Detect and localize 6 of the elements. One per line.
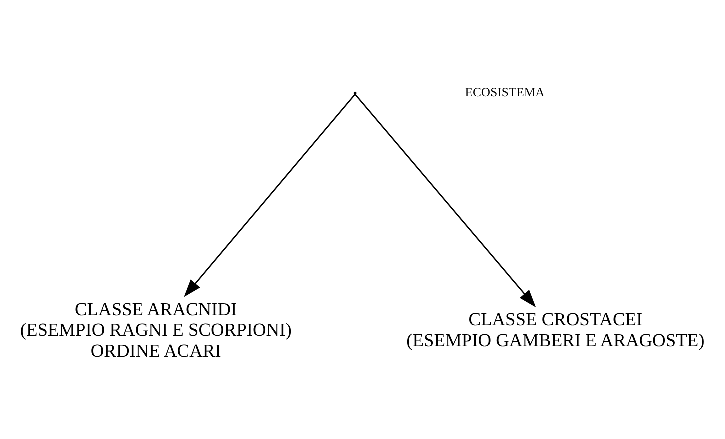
node-point [354, 91, 357, 94]
label: ECOSISTEMA [465, 85, 545, 100]
arrow [184, 94, 356, 297]
node-text: CLASSE ARACNIDI (ESEMPIO RAGNI E SCORPIONI) ORDINE ACARI [20, 298, 292, 360]
arrow [354, 94, 536, 308]
node-text: CLASSE CROSTACEI (ESEMPIO GAMBERI E ARAGOSTE) [406, 309, 705, 350]
